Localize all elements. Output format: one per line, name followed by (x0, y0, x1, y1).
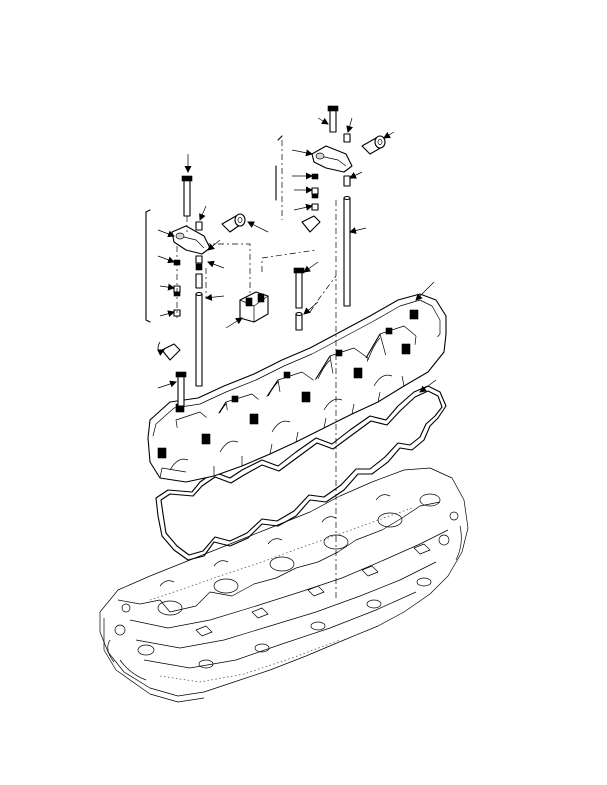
center-bolt-set (293, 267, 305, 331)
center-retainer (239, 291, 269, 323)
callout-leaders (157, 117, 437, 393)
valve-cover-gasket (155, 385, 447, 561)
cylinder-head (99, 467, 469, 703)
left-rocker-assembly (145, 175, 246, 407)
valve-cover-housing (147, 293, 447, 483)
right-rocker-assembly (275, 105, 386, 307)
